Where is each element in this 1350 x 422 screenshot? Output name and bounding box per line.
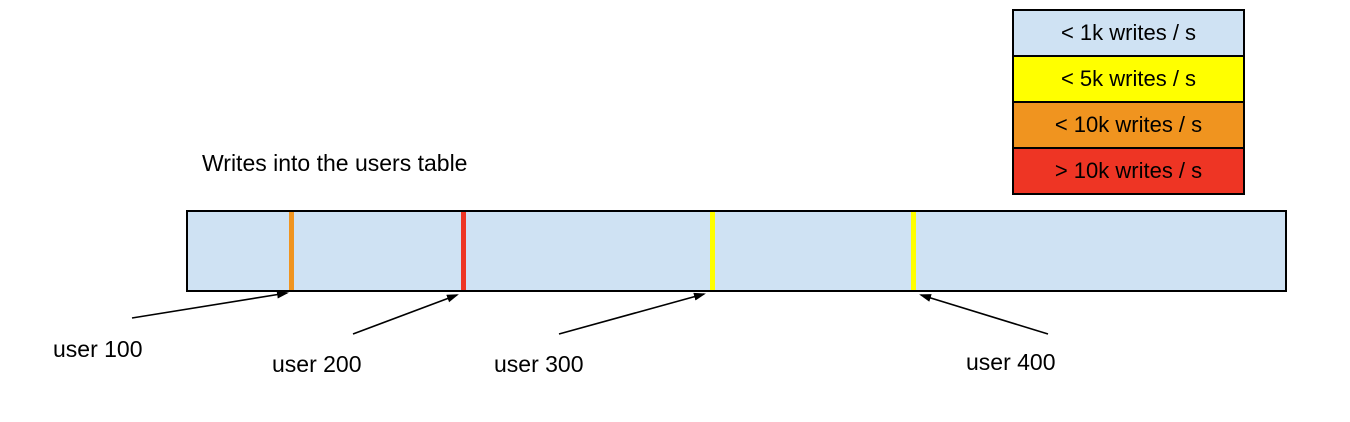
- legend-item: < 10k writes / s: [1014, 101, 1243, 147]
- legend-item-label: < 5k writes / s: [1060, 66, 1197, 91]
- legend-item-label: < 1k writes / s: [1060, 20, 1197, 45]
- legend-item-label: < 10k writes / s: [1054, 112, 1203, 137]
- annotation-arrow: [131, 290, 289, 319]
- write-hotspot-stripe: [289, 212, 294, 290]
- write-hotspot-stripe: [710, 212, 715, 290]
- user-label: user 200: [272, 351, 362, 377]
- annotation-arrow: [558, 292, 706, 335]
- user-label: user 100: [53, 336, 143, 362]
- annotation-arrow: [919, 294, 1049, 335]
- diagram-title: Writes into the users table: [202, 150, 468, 176]
- write-hotspot-stripe: [461, 212, 466, 290]
- legend-item: > 10k writes / s: [1014, 147, 1243, 193]
- write-hotspot-stripe: [911, 212, 916, 290]
- legend: < 1k writes / s < 5k writes / s < 10k wr…: [1012, 9, 1245, 195]
- user-label: user 400: [966, 349, 1056, 375]
- annotation-arrow: [352, 294, 459, 335]
- users-table-bar: [186, 210, 1287, 292]
- legend-item: < 5k writes / s: [1014, 55, 1243, 101]
- legend-item-label: > 10k writes / s: [1054, 158, 1203, 183]
- legend-item: < 1k writes / s: [1014, 11, 1243, 55]
- user-label: user 300: [494, 351, 584, 377]
